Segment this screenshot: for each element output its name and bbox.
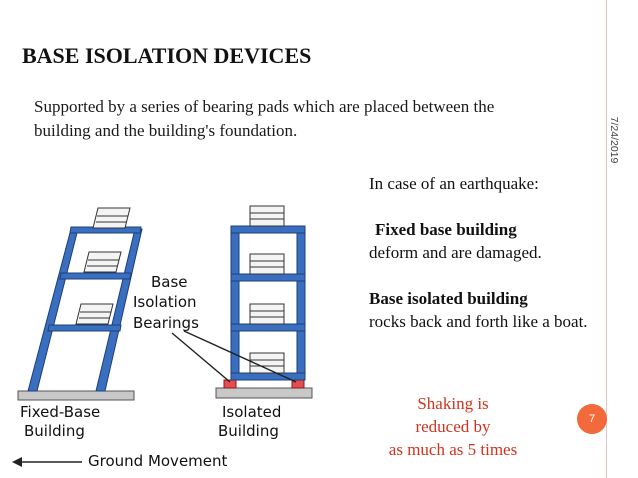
isolated-beam: [230, 323, 306, 332]
isolated-window: [249, 253, 285, 275]
page-number-badge: 7: [577, 404, 607, 434]
isolated-building-label-line1: Isolated: [222, 403, 282, 421]
earthquake-explanation: In case of an earthquake: Fixed base bui…: [369, 172, 605, 333]
isolated-window: [249, 205, 285, 227]
isolated-right-column: [296, 225, 306, 374]
fixed-right-column: [95, 228, 143, 392]
isolation-bearing-left: [223, 379, 237, 389]
isolated-building-label-line2: Building: [218, 422, 279, 440]
isolated-beam: [230, 273, 306, 282]
fixed-window: [75, 303, 114, 325]
fixed-base-building: [17, 207, 143, 401]
arrow-head-icon: [12, 457, 22, 467]
bearings-label-line3: Bearings: [133, 314, 199, 332]
isolated-foundation: [215, 387, 313, 399]
isolated-heading: Base isolated building: [369, 289, 528, 308]
fixed-base-heading: Fixed base building: [375, 220, 517, 239]
isolated-roof-beam: [230, 225, 306, 234]
ground-movement-label: Ground Movement: [88, 452, 228, 470]
slide-subtitle: Supported by a series of bearing pads wh…: [34, 97, 495, 140]
isolated-description: rocks back and forth like a boat.: [369, 312, 588, 331]
isolated-window: [249, 303, 285, 325]
isolated-building: [215, 205, 313, 399]
bearing-leader-line: [171, 332, 231, 383]
isolated-left-column: [230, 225, 240, 374]
slide-title: BASE ISOLATION DEVICES: [22, 43, 312, 68]
fixed-beam: [59, 272, 132, 280]
fixed-base-description: deform and are damaged.: [369, 243, 542, 262]
shaking-line1: Shaking is: [417, 394, 489, 413]
side-divider: [606, 0, 607, 478]
earthquake-intro: In case of an earthquake:: [369, 174, 539, 193]
bearings-label-line1: Base: [151, 273, 188, 291]
fixed-building-label-line1: Fixed-Base: [20, 403, 101, 421]
shaking-reduction-note: Shaking is reduced by as much as 5 times: [360, 392, 546, 461]
fixed-left-column: [27, 228, 79, 392]
isolated-ground-beam: [230, 372, 306, 381]
fixed-window: [92, 207, 131, 229]
fixed-window: [83, 251, 122, 273]
fixed-base-foundation: [17, 390, 135, 401]
bearing-leader-line: [183, 330, 297, 383]
fixed-beam: [47, 324, 122, 332]
bearings-label-line2: Isolation: [133, 293, 197, 311]
fixed-building-label-line2: Building: [24, 422, 85, 440]
shaking-line2: reduced by: [415, 417, 491, 436]
isolated-window: [249, 352, 285, 374]
shaking-line3: as much as 5 times: [388, 440, 518, 459]
